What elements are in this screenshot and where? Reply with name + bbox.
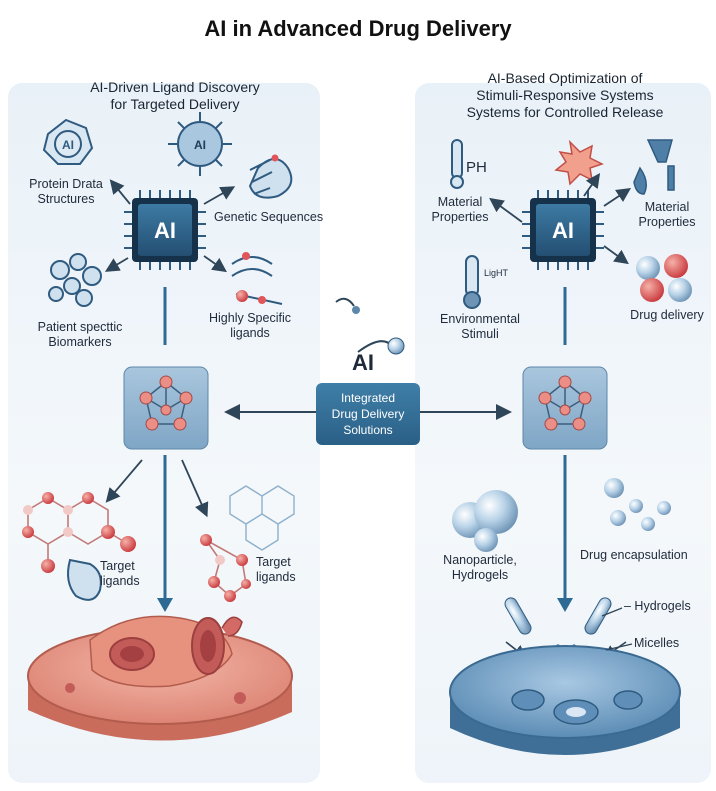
patient-biomarkers-label: Patient specttic Biomarkers [20, 320, 140, 350]
right-heading-line3: Systems for Controlled Release [466, 104, 664, 120]
ligands-label-line2: ligands [230, 326, 270, 340]
hub-small-curve [335, 297, 355, 307]
hub-bubble-icon [387, 337, 405, 355]
receptor-icon [67, 558, 102, 601]
material-properties-label-left: Material Properties [420, 195, 500, 225]
light-thermometer-icon [463, 255, 481, 309]
material-shapes-icon [633, 139, 675, 195]
patient-label-line2: Biomarkers [48, 335, 112, 349]
left-heading: AI-Driven Ligand Discovery for Targeted … [40, 79, 310, 113]
drug-encapsulation-label: Drug encapsulation [580, 548, 688, 562]
left-chip-arrows [104, 179, 236, 273]
ai-chip-right [522, 190, 604, 270]
protein-icon-label: AI [62, 138, 74, 152]
capsule-icons [504, 597, 612, 635]
target-cell-blue [449, 645, 681, 755]
protein-structure-icon [42, 118, 94, 165]
left-chip-label: AI [154, 218, 176, 243]
virus-icon-label: AI [194, 138, 206, 152]
protein-label-line1: Protein Drata [29, 177, 103, 191]
biomarker-protein-icon [48, 253, 102, 307]
left-heading-line2: for Targeted Delivery [110, 96, 240, 112]
nanoparticle-label-line2: Hydrogels [451, 568, 509, 582]
material1-label-line1: Material [437, 195, 483, 209]
network-box-left [123, 366, 209, 450]
hydrogels-label: – Hydrogels [624, 599, 691, 613]
target-ligands-label-1: Target ligands [100, 559, 160, 589]
target-ligands-label-2: Target ligands [256, 555, 316, 585]
right-heading: AI-Based Optimization of Stimuli-Respons… [420, 70, 710, 121]
virus-icon [168, 112, 232, 176]
ph-label: PH [466, 159, 487, 176]
micelles-label: Micelles [634, 636, 680, 650]
environmental-label-line1: Environmental [440, 312, 520, 326]
protein-structures-label: Protein Drata Structures [14, 177, 118, 207]
material2-label-line1: Material [644, 200, 690, 214]
target2-label-line2: ligands [256, 570, 296, 584]
hub-small-dot [352, 306, 360, 314]
ligands-label-line1: Highly Specific [209, 311, 291, 325]
right-heading-line2: Stimuli-Responsive Systems [476, 87, 654, 103]
figure-title: AI in Advanced Drug Delivery [204, 16, 512, 41]
ligand-strands-icon [231, 252, 283, 305]
ai-chip-left [124, 190, 206, 270]
left-heading-line1: AI-Driven Ligand Discovery [90, 79, 260, 95]
right-heading-line1: AI-Based Optimization of [487, 70, 643, 86]
left-box-arrows [105, 459, 209, 518]
material1-label-line2: Properties [431, 210, 489, 224]
highly-specific-ligands-label: Highly Specific ligands [190, 311, 310, 341]
material-properties-label-right: Material Properties [624, 200, 710, 230]
right-chip-label: AI [552, 218, 574, 243]
molecule-network-left [22, 492, 136, 601]
integrated-solutions-box: Integrated Drug Delivery Solutions [316, 383, 420, 445]
encapsulation-bubbles-icon [604, 478, 671, 531]
right-down-arrowhead [557, 598, 573, 612]
environmental-label-line2: Stimuli [461, 327, 499, 341]
left-down-arrowhead [157, 598, 173, 612]
nanoparticle-spheres-icon [452, 490, 518, 552]
stimuli-molecule-icon [554, 139, 604, 186]
target1-label-line1: Target [100, 559, 135, 573]
target-cell-pink [27, 615, 293, 741]
genetic-sequence-icon [248, 154, 293, 199]
patient-label-line1: Patient specttic [37, 320, 123, 334]
genetic-sequences-label: Genetic Sequences [214, 210, 324, 224]
hub-ai-label: AI [352, 350, 374, 375]
drug-delivery-label: Drug delivery [630, 308, 704, 322]
target1-label-line2: ligands [100, 574, 140, 588]
hub-line2: Drug Delivery [331, 407, 405, 421]
network-box-right [522, 366, 608, 450]
nanoparticle-label-line1: Nanoparticle, [443, 553, 517, 567]
hub-line1: Integrated [340, 391, 396, 405]
target2-label-line1: Target [256, 555, 291, 569]
material2-label-line2: Properties [638, 215, 696, 229]
molecule-network-right [200, 485, 295, 602]
protein-label-line2: Structures [37, 192, 95, 206]
right-chip-arrows [489, 173, 631, 265]
environmental-stimuli-label: Environmental Stimuli [430, 312, 530, 342]
light-label: LigHT [484, 268, 509, 278]
ph-thermometer-icon [450, 139, 464, 189]
hub-line3: Solutions [343, 423, 393, 437]
drug-delivery-spheres-icon [636, 254, 692, 302]
nanoparticle-hydrogels-label: Nanoparticle, Hydrogels [430, 553, 530, 583]
